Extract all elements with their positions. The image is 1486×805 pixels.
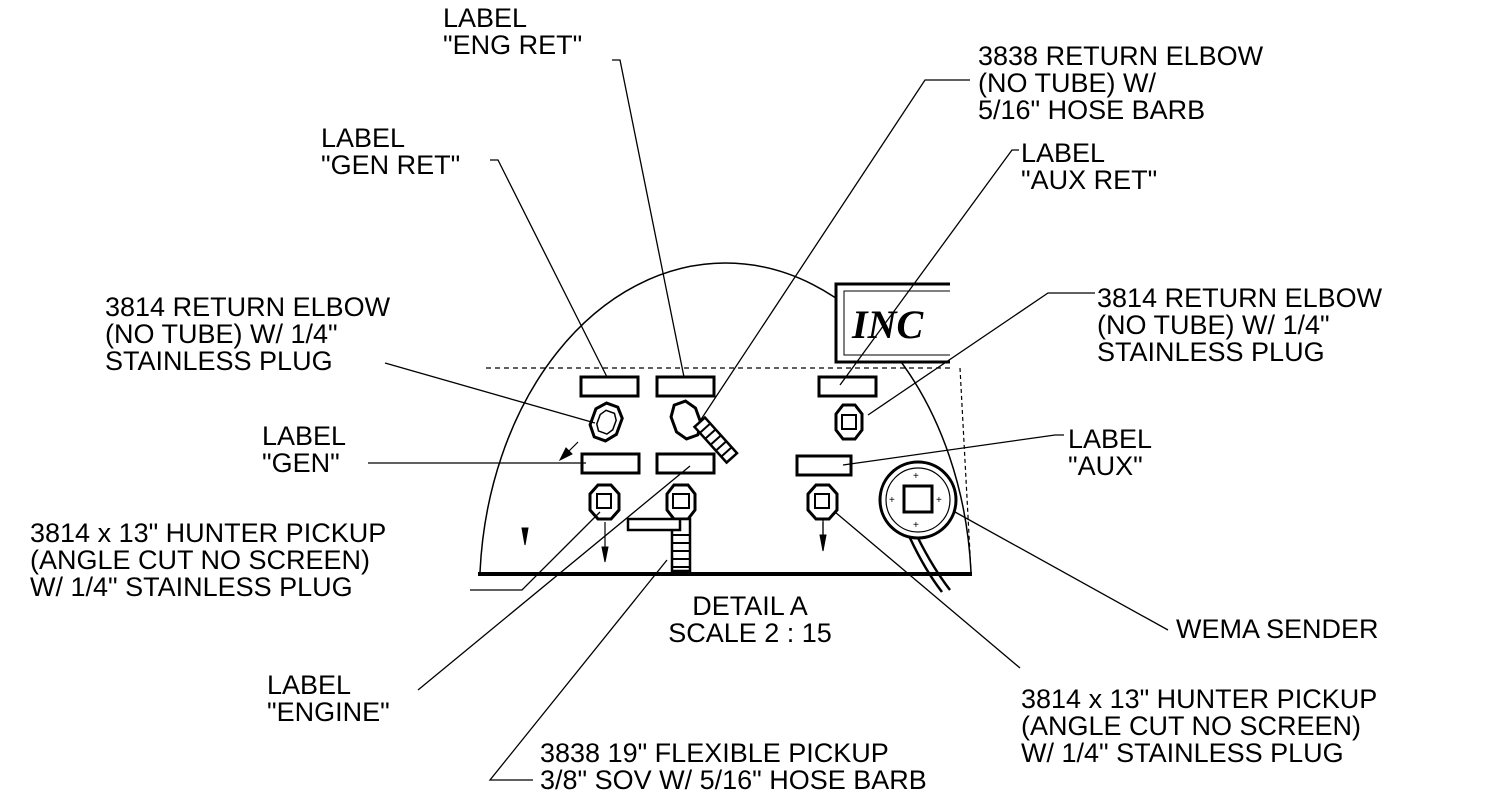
callout-label-engine: LABEL "ENGINE" bbox=[267, 670, 390, 727]
return-elbow-3838 bbox=[669, 399, 739, 465]
callout-return-elbow-3838: 3838 RETURN ELBOW (NO TUBE) W/ 5/16" HOS… bbox=[978, 41, 1264, 125]
callout-label-gen: LABEL "GEN" bbox=[262, 421, 347, 478]
hunter-pickup-left-fitting bbox=[588, 483, 621, 521]
label-plate-aux bbox=[795, 454, 853, 477]
callout-wema-sender: WEMA SENDER bbox=[1176, 614, 1379, 644]
callout-label-eng-ret: LABEL "ENG RET" bbox=[443, 3, 583, 60]
callout-label-aux: LABEL "AUX" bbox=[1068, 424, 1153, 481]
svg-text:+: + bbox=[913, 520, 919, 531]
detail-caption: DETAIL A SCALE 2 : 15 bbox=[640, 593, 860, 647]
callout-return-elbow-3814-right: 3814 RETURN ELBOW (NO TUBE) W/ 1/4" STAI… bbox=[1097, 283, 1383, 367]
label-plate-gen-ret bbox=[579, 375, 640, 398]
svg-text:+: + bbox=[889, 495, 895, 506]
wema-sender: + + + + bbox=[878, 460, 958, 593]
return-elbow-3814-left bbox=[588, 401, 624, 443]
leader-lines bbox=[368, 59, 1169, 781]
tank-dome-outline bbox=[479, 262, 972, 573]
logo-text: INC bbox=[851, 302, 924, 347]
label-plate-gen bbox=[580, 452, 641, 475]
flow-arrows bbox=[521, 441, 827, 563]
engine-fitting bbox=[626, 483, 697, 573]
svg-text:+: + bbox=[936, 495, 942, 506]
detail-title: DETAIL A bbox=[692, 591, 808, 621]
return-elbow-3814-right bbox=[834, 403, 864, 441]
callout-label-gen-ret: LABEL "GEN RET" bbox=[321, 123, 461, 180]
label-plate-engine bbox=[655, 452, 716, 475]
callout-label-aux-ret: LABEL "AUX RET" bbox=[1021, 138, 1158, 195]
label-plate-eng-ret bbox=[655, 375, 716, 398]
dome-right-dashed-edge bbox=[959, 367, 972, 573]
svg-text:+: + bbox=[913, 471, 919, 482]
callout-return-elbow-3814-left: 3814 RETURN ELBOW (NO TUBE) W/ 1/4" STAI… bbox=[105, 292, 391, 376]
callout-flexible-pickup: 3838 19" FLEXIBLE PICKUP 3/8" SOV W/ 5/1… bbox=[540, 738, 927, 795]
detail-scale: SCALE 2 : 15 bbox=[668, 618, 832, 648]
callout-hunter-pickup-left: 3814 x 13" HUNTER PICKUP (ANGLE CUT NO S… bbox=[30, 518, 387, 602]
callout-hunter-pickup-right: 3814 x 13" HUNTER PICKUP (ANGLE CUT NO S… bbox=[1021, 684, 1378, 768]
label-plate-aux-ret bbox=[817, 375, 878, 398]
hunter-pickup-right-fitting bbox=[806, 483, 839, 521]
manufacturer-logo-plate: INC bbox=[834, 282, 950, 364]
